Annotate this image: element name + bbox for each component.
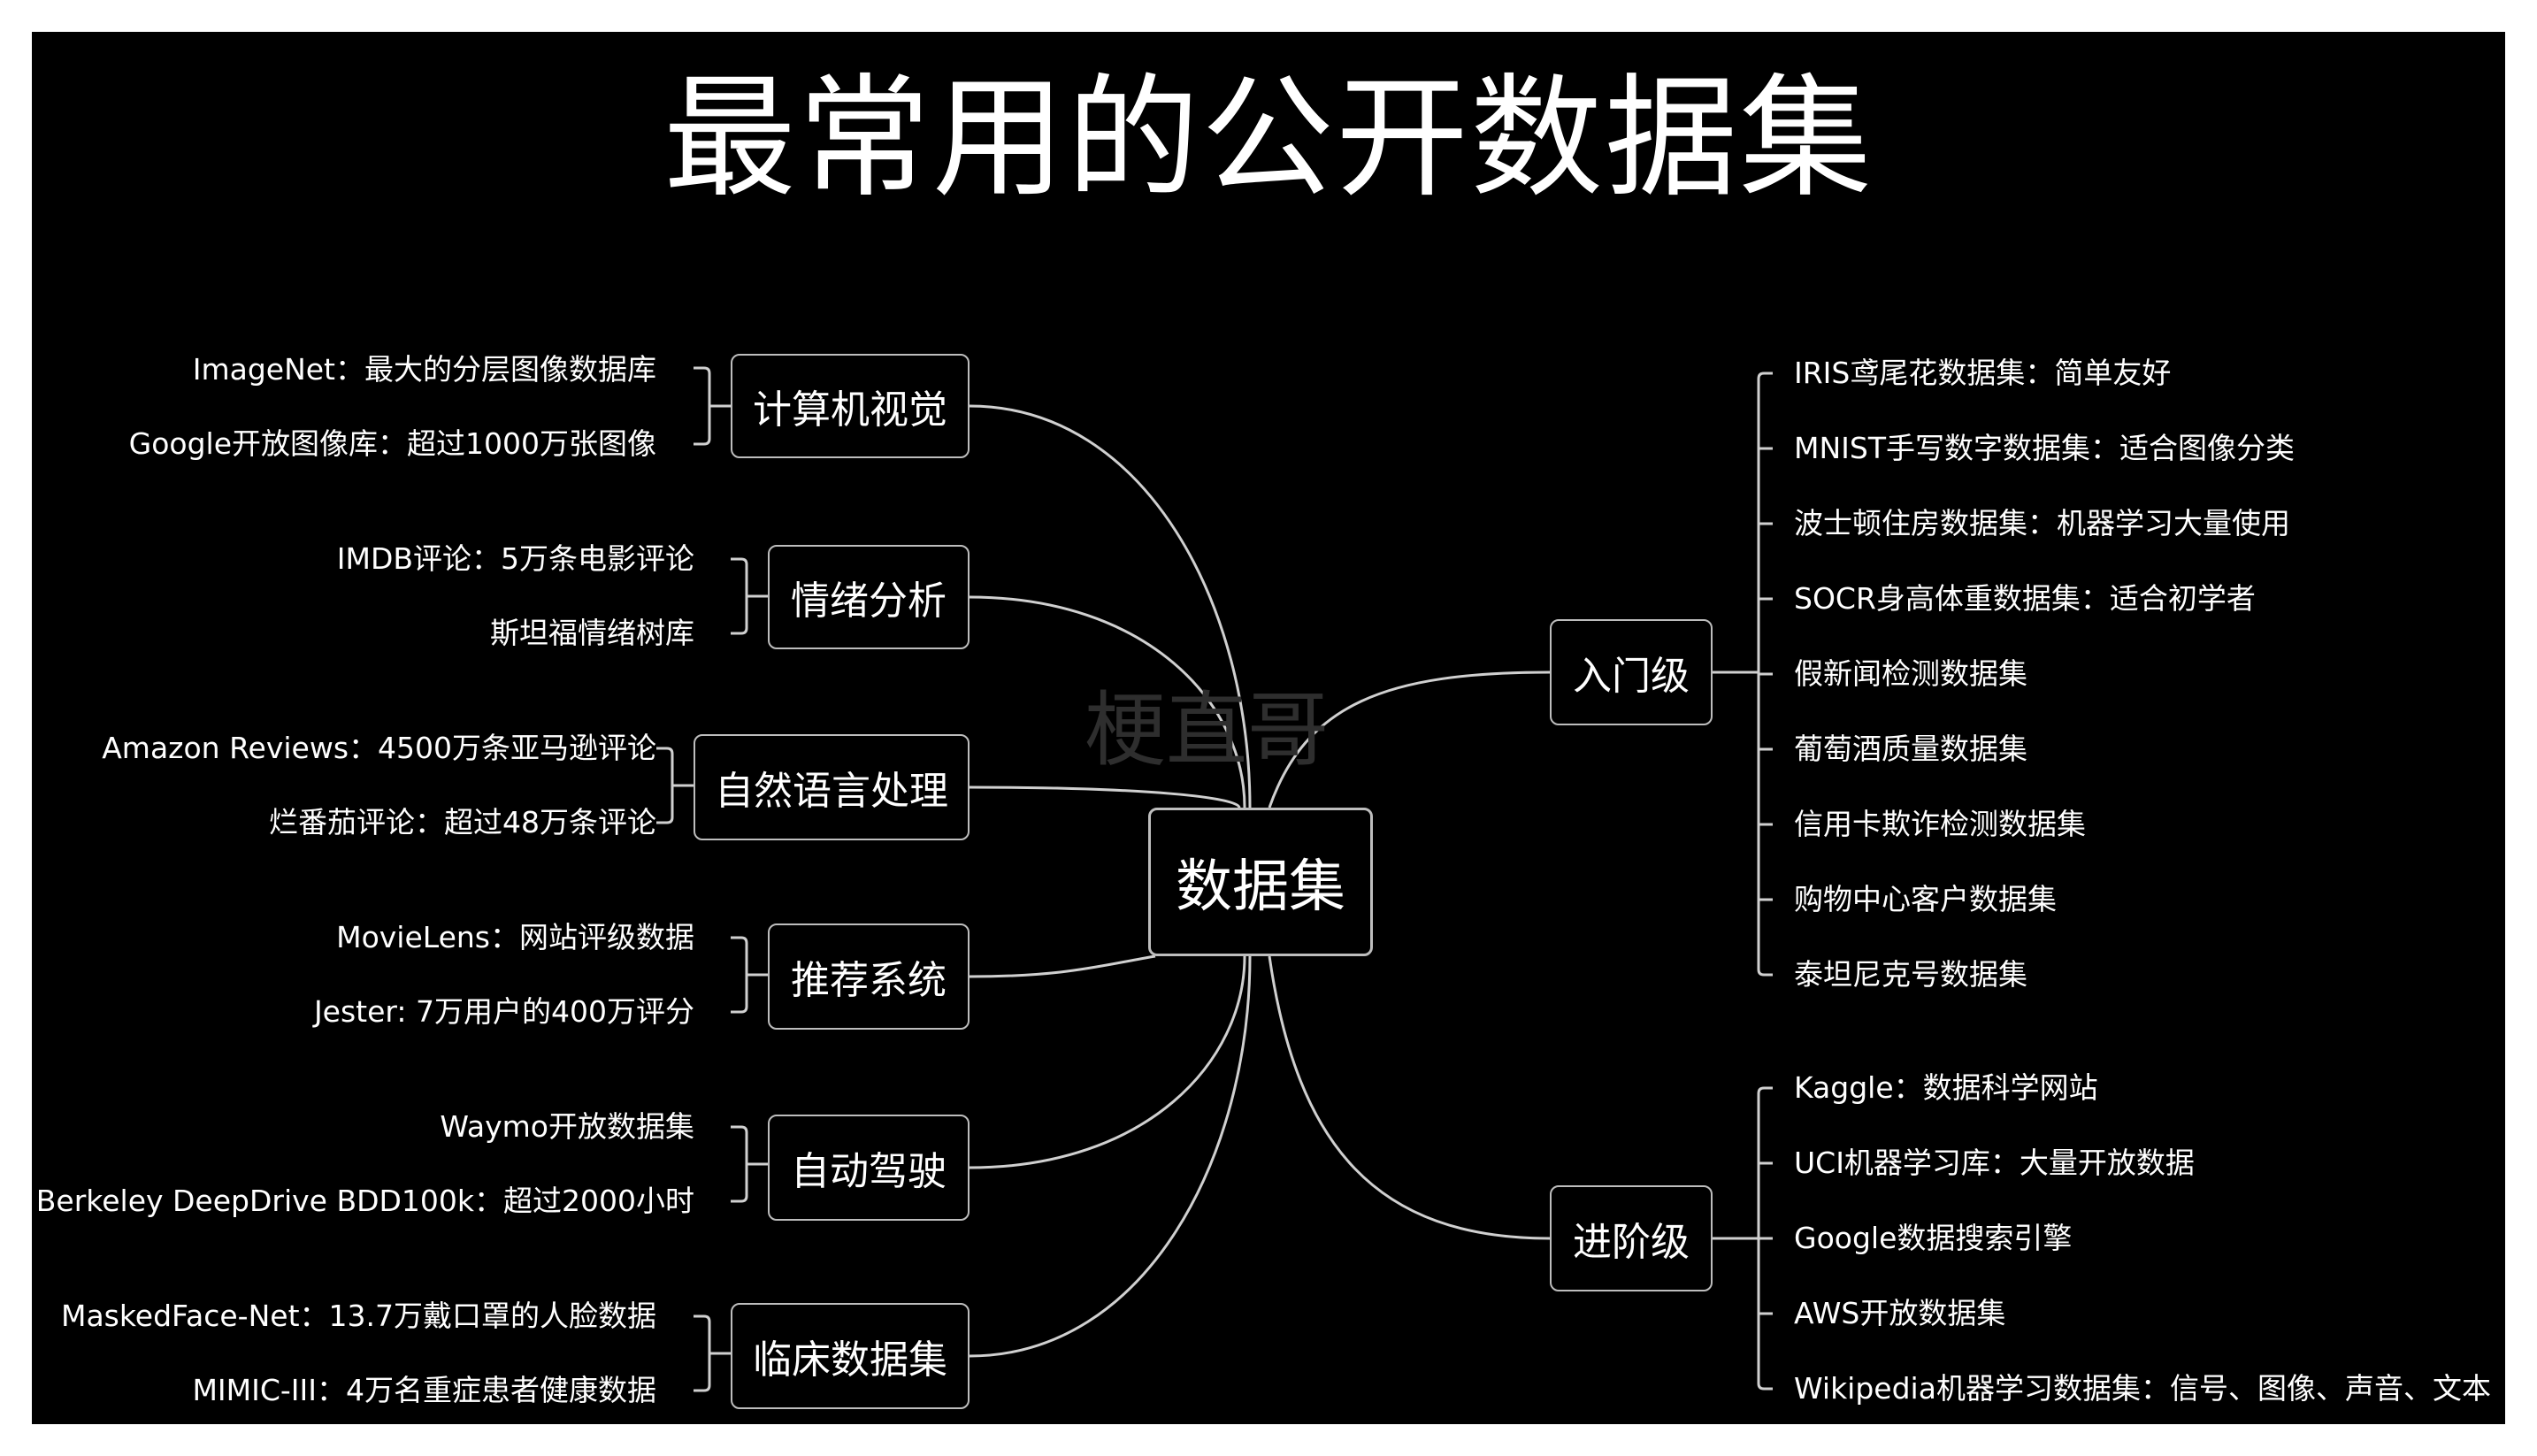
branch-computer-vision: 计算机视觉 (731, 354, 970, 458)
leaf-google-open-images: Google开放图像库：超过1000万张图像 (128, 426, 656, 461)
leaf-jester: Jester: 7万用户的400万评分 (313, 994, 694, 1029)
bracket-left-2 (656, 747, 674, 824)
branch-autonomous-driving: 自动驾驶 (768, 1115, 970, 1221)
leaf-wine-quality: 葡萄酒质量数据集 (1794, 732, 2027, 766)
connector-lines (656, 366, 1773, 1392)
bracket-left-4 (731, 1125, 748, 1203)
leaf-wikipedia-ml: Wikipedia机器学习数据集：信号、图像、声音、文本 (1794, 1371, 2491, 1406)
leaf-credit-card-fraud: 信用卡欺诈检测数据集 (1794, 807, 2086, 841)
branch-recommender-systems: 推荐系统 (768, 923, 970, 1030)
connector-left-5 (969, 955, 1252, 1358)
branch-clinical-datasets: 临床数据集 (731, 1303, 970, 1409)
leaf-fake-news: 假新闻检测数据集 (1794, 656, 2027, 691)
branch-advanced: 进阶级 (1550, 1185, 1713, 1291)
leaf-stanford-sentiment: 斯坦福情绪树库 (490, 616, 694, 650)
bracket-left-5 (694, 1314, 711, 1392)
branch-beginner: 入门级 (1550, 619, 1713, 725)
leaf-titanic: 泰坦尼克号数据集 (1794, 957, 2027, 992)
leaf-mnist: MNIST手写数字数据集：适合图像分类 (1794, 431, 2295, 465)
branch-sentiment-analysis: 情绪分析 (768, 545, 970, 649)
connector-left-4 (969, 955, 1246, 1169)
leaf-aws-open-data: AWS开放数据集 (1794, 1296, 2006, 1330)
bracket-left-0 (694, 366, 711, 446)
watermark: 梗直哥 (1085, 683, 1330, 778)
connector-left-2 (969, 785, 1241, 808)
leaf-mimic-iii: MIMIC-III：4万名重症患者健康数据 (192, 1373, 656, 1407)
leaf-waymo: Waymo开放数据集 (440, 1109, 694, 1144)
leaf-movielens: MovieLens：网站评级数据 (336, 920, 694, 954)
branch-nlp: 自然语言处理 (694, 734, 970, 840)
leaf-uci: UCI机器学习库：大量开放数据 (1794, 1146, 2195, 1180)
connector-right-1 (1268, 955, 1551, 1240)
leaf-socr: SOCR身高体重数据集：适合初学者 (1794, 581, 2256, 616)
mindmap-canvas: 最常用的公开数据集 梗直哥 数据集 计算机视觉 情绪分析 自然语言处理 推荐系统… (32, 32, 2505, 1424)
connector-left-0 (969, 404, 1252, 808)
leaf-amazon-reviews: Amazon Reviews：4500万条亚马逊评论 (102, 731, 656, 765)
leaf-kaggle: Kaggle：数据科学网站 (1794, 1070, 2098, 1105)
leaf-imagenet: ImageNet：最大的分层图像数据库 (192, 352, 656, 387)
bracket-left-1 (731, 557, 748, 635)
leaf-boston-housing: 波士顿住房数据集：机器学习大量使用 (1794, 506, 2290, 540)
page-title: 最常用的公开数据集 (663, 62, 1874, 216)
leaf-google-dataset-search: Google数据搜索引擎 (1794, 1221, 2073, 1255)
connector-right-0 (1268, 671, 1551, 808)
connector-left-1 (969, 595, 1246, 808)
leaf-imdb: IMDB评论：5万条电影评论 (336, 541, 694, 576)
connector-left-3 (969, 954, 1156, 978)
center-node: 数据集 (1148, 808, 1373, 956)
leaf-iris: IRIS鸢尾花数据集：简单友好 (1794, 356, 2172, 390)
leaf-mall-customers: 购物中心客户数据集 (1794, 882, 2057, 916)
bracket-left-3 (731, 936, 748, 1014)
leaf-bdd100k: Berkeley DeepDrive BDD100k：超过2000小时 (35, 1184, 694, 1218)
leaf-rotten-tomatoes: 烂番茄评论：超过48万条评论 (269, 805, 656, 839)
leaf-maskedface-net: MaskedFace-Net：13.7万戴口罩的人脸数据 (60, 1299, 656, 1333)
